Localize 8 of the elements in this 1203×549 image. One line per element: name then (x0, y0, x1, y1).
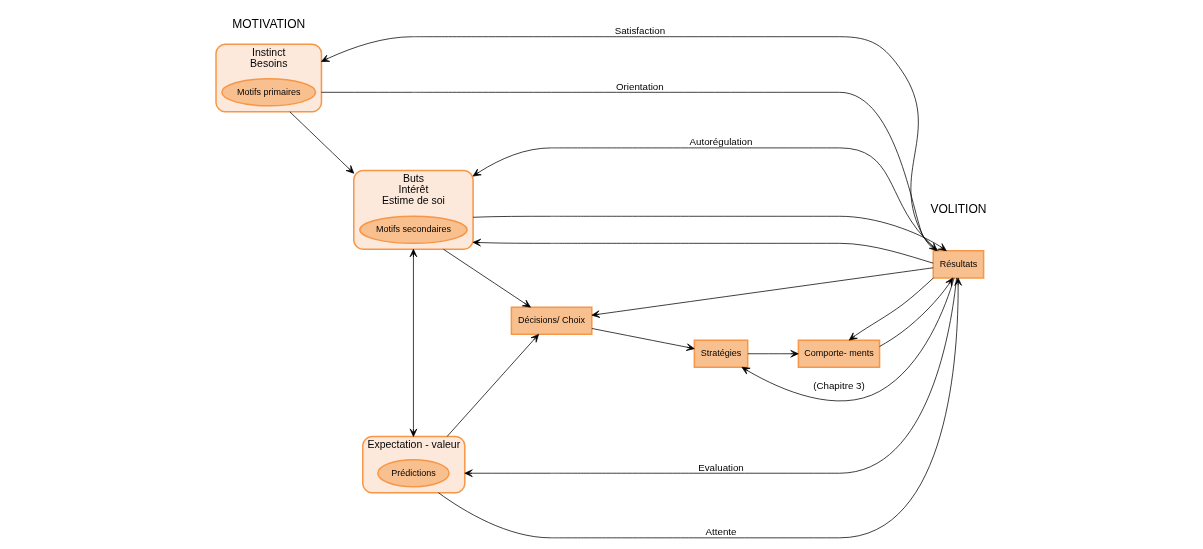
edge-label: (Chapitre 3) (813, 379, 865, 391)
label: MOTIVATION (232, 16, 306, 31)
label: VOLITION (930, 202, 987, 217)
edge-label: Autorégulation (689, 136, 753, 148)
edge-label: Orientation (616, 80, 664, 92)
edge-label: Satisfaction (614, 25, 666, 36)
edge-label: Evaluation (698, 461, 744, 473)
edge-label: Attente (705, 526, 737, 538)
